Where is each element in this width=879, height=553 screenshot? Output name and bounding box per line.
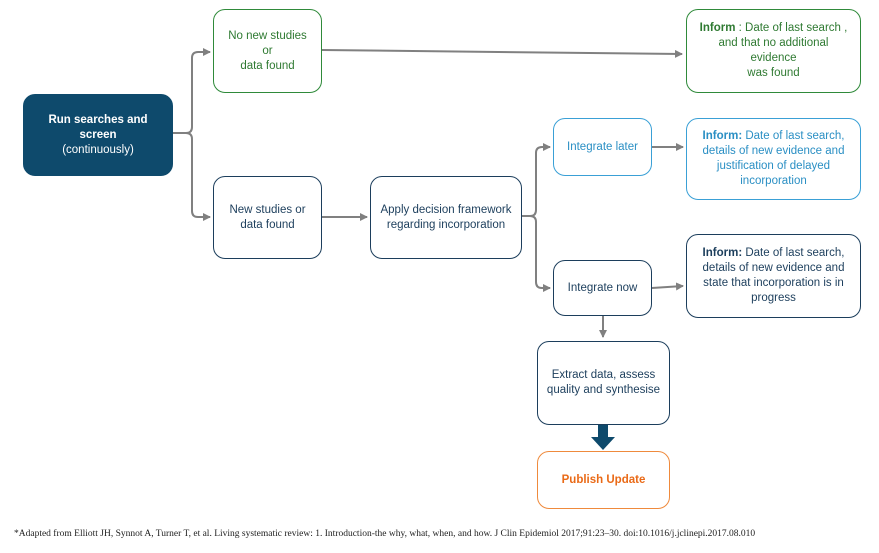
arrow-decision-to-later [522, 143, 551, 217]
extract-data-node: Extract data, assess quality and synthes… [537, 341, 670, 425]
inform-later-text3: justification of delayed [716, 160, 831, 172]
arrow-now-to-inform [651, 282, 684, 291]
inform-now-text2: details of new evidence and [702, 262, 845, 274]
arrow-no-new-to-inform [321, 49, 683, 58]
inform-now-text1: Date of last search, [742, 247, 845, 259]
new-studies-line2: data found [240, 218, 295, 231]
inform-label: Inform [699, 22, 736, 34]
arrow-run-to-no-new [173, 48, 211, 134]
publish-update-node: Publish Update [537, 451, 670, 509]
inform-no-new-text2: and that no additional evidence [718, 37, 829, 64]
inform-now-text4: progress [751, 292, 796, 304]
no-new-studies-node: No new studies or data found [213, 9, 322, 93]
new-studies-line1: New studies or [229, 203, 306, 216]
decision-framework-line2: regarding incorporation [386, 218, 506, 231]
publish-update-label: Publish Update [561, 473, 646, 486]
arrow-extract-to-publish [591, 425, 615, 450]
inform-now-text3: state that incorporation is in [703, 277, 844, 289]
run-searches-title: Run searches and screen [48, 113, 148, 141]
no-new-studies-line2: data found [240, 59, 295, 72]
inform-later-text1: Date of last search, [742, 130, 845, 142]
no-new-studies-line1: No new studies or [228, 29, 307, 57]
inform-no-new-node: Inform : Date of last search , and that … [686, 9, 861, 93]
inform-label: Inform: [702, 130, 743, 142]
decision-framework-node: Apply decision framework regarding incor… [370, 176, 522, 259]
integrate-now-label: Integrate now [567, 281, 638, 294]
footnote: *Adapted from Elliott JH, Synnot A, Turn… [14, 529, 756, 539]
decision-framework-line1: Apply decision framework [380, 203, 512, 216]
new-studies-node: New studies or data found [213, 176, 322, 259]
run-searches-subtitle: (continuously) [62, 143, 134, 156]
extract-data-line2: quality and synthesise [546, 384, 661, 396]
integrate-later-label: Integrate later [567, 140, 638, 153]
integrate-later-node: Integrate later [553, 118, 652, 176]
inform-later-text4: incorporation [740, 175, 807, 187]
inform-label: Inform: [702, 247, 743, 259]
arrow-run-to-new [173, 132, 211, 221]
inform-no-new-text3: was found [747, 67, 800, 79]
inform-no-new-text1: : Date of last search , [735, 22, 848, 34]
inform-later-node: Inform: Date of last search, details of … [686, 118, 861, 200]
arrow-decision-to-now [522, 215, 551, 292]
inform-now-node: Inform: Date of last search, details of … [686, 234, 861, 318]
extract-data-line1: Extract data, assess [551, 369, 656, 381]
run-searches-node: Run searches and screen (continuously) [23, 94, 173, 176]
integrate-now-node: Integrate now [553, 260, 652, 316]
inform-later-text2: details of new evidence and [702, 145, 845, 157]
